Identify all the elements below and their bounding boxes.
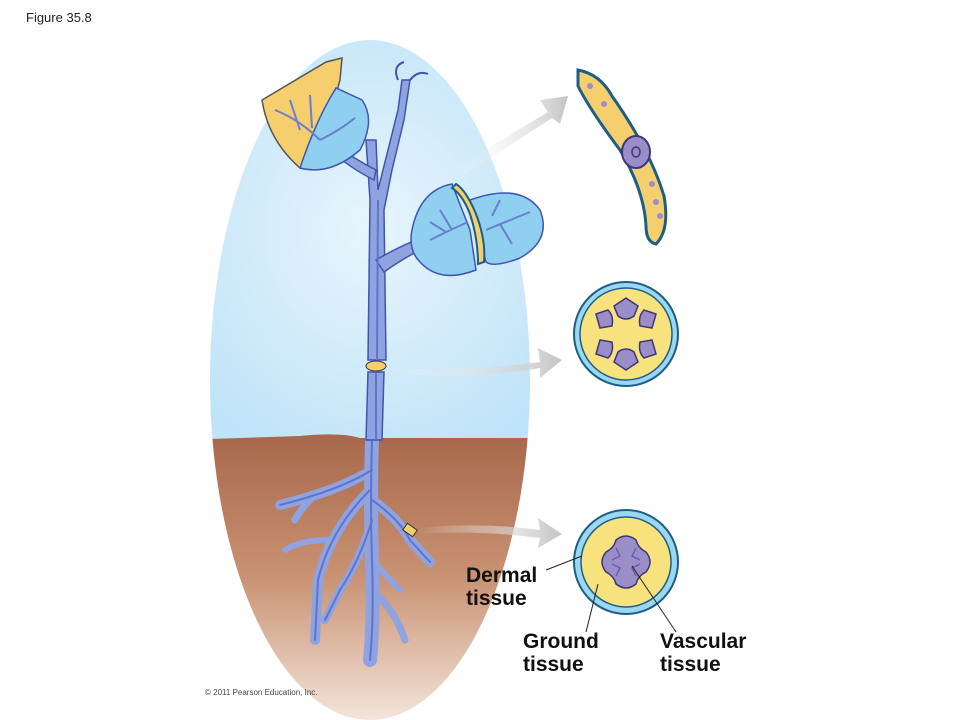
leaf-dermal-cell [576, 68, 668, 246]
vascular-label-line1: Vascular [660, 630, 747, 653]
lower-leaf [410, 182, 544, 277]
dermal-leader-line [545, 555, 583, 571]
arrow-to-leaf-cell [455, 96, 568, 176]
stem-cross-section [573, 281, 679, 387]
ground-tissue-label: Ground tissue [523, 630, 599, 676]
copyright-notice: © 2011 Pearson Education, Inc. [205, 688, 318, 697]
ground-leader-line [585, 583, 599, 633]
stem [329, 61, 443, 441]
arrow-to-root-section [418, 518, 562, 548]
root-cut-marker [402, 522, 418, 538]
stem-cut-marker [365, 360, 387, 372]
leaf-cross-section [450, 182, 486, 266]
dermal-tissue-label: Dermal tissue [466, 564, 537, 610]
dermal-label-line1: Dermal [466, 564, 538, 587]
vascular-leader-line [631, 565, 677, 633]
figure-label: Figure 35.8 [26, 10, 92, 25]
ground-label-line1: Ground [523, 630, 599, 653]
dermal-label-line2: tissue [466, 587, 527, 610]
vascular-label-line2: tissue [660, 653, 721, 676]
ground-label-line2: tissue [523, 653, 584, 676]
vascular-tissue-label: Vascular tissue [660, 630, 746, 676]
root-cross-section [573, 509, 679, 615]
upper-leaf [261, 57, 370, 171]
arrow-to-stem-section [388, 348, 562, 378]
